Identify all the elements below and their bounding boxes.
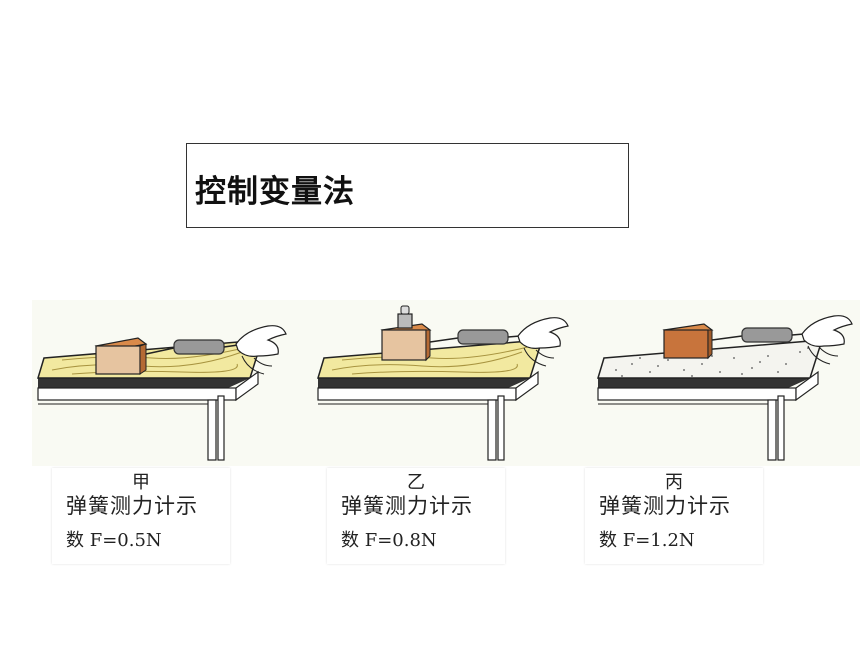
caption-b: 乙 弹簧测力计示 数 F=0.8N (327, 468, 505, 564)
caption-line2: 数 F=0.5N (66, 530, 162, 551)
caption-c: 丙 弹簧测力计示 数 F=1.2N (585, 468, 763, 564)
experiment-panel-a (36, 325, 287, 461)
spring-scale-a (145, 339, 239, 355)
experiment-label: 乙 (407, 472, 425, 493)
hand-b (517, 317, 569, 367)
hand-c (801, 315, 853, 365)
block-c (662, 323, 714, 360)
caption-line1: 弹簧测力计示 (341, 494, 473, 518)
caption-line2: 数 F=1.2N (599, 530, 695, 551)
table-c (596, 339, 824, 461)
caption-line2: 数 F=0.8N (341, 530, 437, 551)
caption-line1: 弹簧测力计示 (66, 494, 198, 518)
caption-line1: 弹簧测力计示 (599, 494, 731, 518)
hand-a (235, 325, 287, 375)
title-box: 控制变量法 (186, 143, 629, 228)
page-title: 控制变量法 (195, 174, 355, 210)
table-a (36, 339, 264, 461)
spring-scale-c (711, 327, 805, 343)
experiment-panel-c (596, 315, 853, 461)
experiment-label: 甲 (132, 472, 150, 493)
block-b (380, 323, 432, 362)
caption-a: 甲 弹簧测力计示 数 F=0.5N (52, 468, 230, 564)
table-b (316, 339, 544, 461)
experiment-label: 丙 (665, 472, 683, 493)
spring-scale-b (429, 329, 521, 345)
experiment-panel-b (316, 305, 569, 461)
weight-icon (397, 305, 413, 329)
block-a (94, 337, 148, 375)
